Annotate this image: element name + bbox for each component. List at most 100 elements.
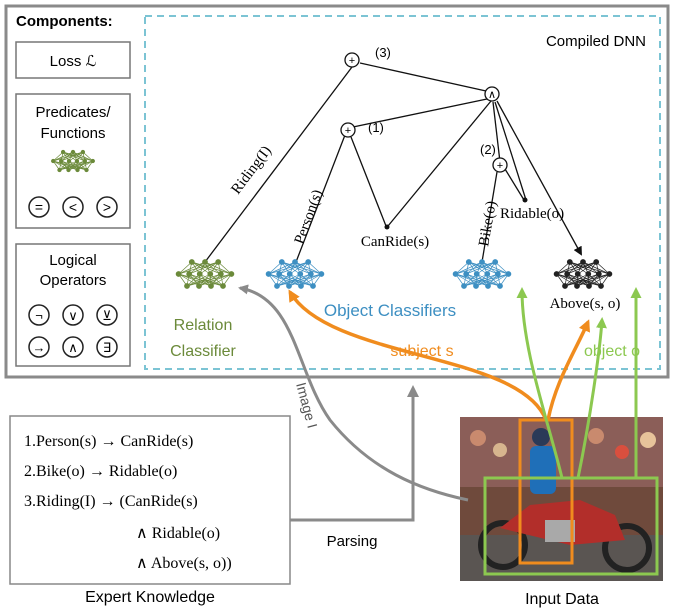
network-node (598, 283, 604, 289)
or-op-label: ∨ (68, 308, 78, 323)
ridable-endpoint (522, 197, 528, 203)
network-link (466, 261, 496, 275)
logical-label-1: Logical (49, 252, 97, 269)
object-arrow-to-above (576, 317, 607, 479)
network-node (196, 283, 202, 289)
node1-plus-symbol: + (345, 125, 351, 137)
network-link (556, 261, 584, 275)
network-node (217, 271, 224, 277)
network-node (278, 259, 285, 265)
network-node (215, 259, 222, 265)
edge-and-to-node2 (492, 101, 501, 163)
network-link (279, 261, 309, 275)
network-link (465, 273, 489, 287)
not-op-label: ¬ (35, 308, 43, 323)
network-node (57, 167, 62, 173)
network-link (68, 160, 87, 171)
dnn-tree-edges (204, 62, 582, 263)
network-link (276, 273, 322, 287)
network-node (80, 149, 86, 155)
network-node (606, 271, 613, 277)
network-link (556, 273, 590, 287)
canride-label: CanRide(s) (361, 234, 429, 250)
network-link (300, 273, 322, 287)
network-node (307, 271, 314, 277)
network-node (202, 259, 208, 265)
network-link (186, 273, 232, 287)
subject-arrow-to-above (546, 319, 590, 421)
network-node (220, 283, 226, 289)
network-link (455, 261, 470, 275)
rule-2: 2.Bike(o) → Ridable(o) (24, 463, 177, 480)
predicate-ops: = < > (28, 196, 118, 218)
network-link (189, 261, 219, 275)
xor-op-label: ⊻ (102, 308, 112, 323)
node1-label: (1) (368, 120, 384, 135)
network-link (186, 273, 211, 287)
network-link (463, 273, 498, 287)
network-node (58, 158, 64, 164)
edge-and-to-node1 (352, 98, 488, 128)
predicate-network-icon (51, 149, 95, 173)
greater-than-op-icon (96, 196, 118, 218)
network-node (564, 271, 571, 277)
network-node (492, 259, 499, 265)
less-than-op-icon (62, 196, 84, 218)
network-link (279, 273, 314, 287)
network-link (278, 273, 302, 287)
network-link (77, 160, 93, 171)
relation-classifier-label-2: Classifier (170, 343, 236, 360)
root-plus-node (344, 52, 360, 68)
network-link (276, 273, 290, 287)
edge-node1-to-canride (350, 136, 387, 227)
network-link (82, 151, 94, 162)
canride-endpoint (384, 224, 390, 230)
network-node (82, 158, 88, 164)
not-op-icon (28, 304, 50, 326)
network-node (196, 271, 203, 277)
network-link (466, 273, 501, 287)
network-link (60, 160, 78, 171)
network-node (310, 283, 316, 289)
network-link (62, 151, 78, 162)
network-link (564, 273, 578, 287)
node2-plus-symbol: + (497, 160, 503, 172)
and-node (484, 86, 500, 102)
network-link (588, 273, 610, 287)
network-link (595, 261, 610, 275)
loss-box (15, 41, 131, 79)
network-link (268, 261, 309, 275)
network-link (186, 273, 200, 287)
rule-3-part-2: ∧ Ridable(o) (136, 525, 220, 542)
greater-than-op-label: > (103, 199, 111, 215)
network-link (566, 273, 590, 287)
network-link (556, 261, 597, 275)
network-link (289, 273, 314, 287)
network-link (455, 261, 496, 275)
network-node (465, 259, 472, 265)
loss-label: Loss ℒ (50, 53, 97, 70)
network-node (274, 283, 280, 289)
or-op-icon (62, 304, 84, 326)
network-link (199, 261, 219, 275)
network-link (191, 261, 211, 275)
person-classifier-network-icon (265, 259, 325, 289)
expert-knowledge-caption: Expert Knowledge (85, 589, 215, 606)
and-node-symbol: ∧ (488, 89, 496, 101)
network-node (473, 283, 479, 289)
crowd-dot-2 (493, 443, 507, 457)
network-link (481, 261, 499, 275)
network-link (455, 273, 489, 287)
network-link (564, 273, 589, 287)
compiled-dnn-frame (144, 15, 661, 370)
network-link (72, 151, 86, 162)
network-node (473, 271, 480, 277)
network-link (463, 273, 477, 287)
compiled-dnn-title: Compiled DNN (546, 33, 646, 50)
network-node (494, 271, 501, 277)
network-node (51, 158, 56, 164)
xor-op-icon (96, 304, 118, 326)
network-link (62, 151, 93, 162)
expert-knowledge-box (9, 415, 291, 585)
network-link (62, 151, 86, 162)
